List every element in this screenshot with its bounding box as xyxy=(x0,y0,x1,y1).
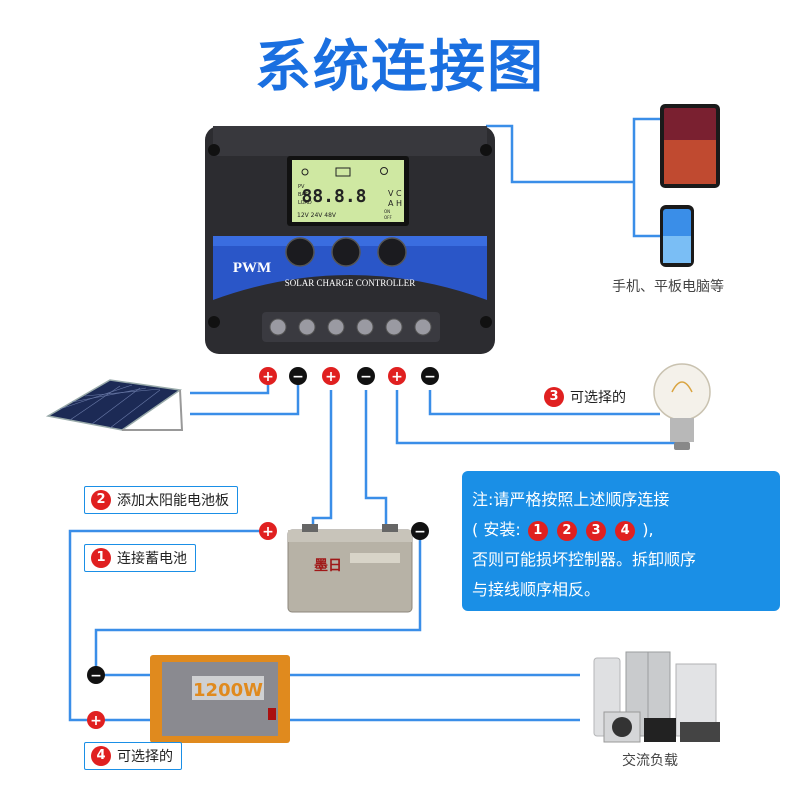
lcd-units-top: V C xyxy=(388,189,402,198)
ac-load-caption: 交流负载 xyxy=(622,753,678,769)
polarity-plus-inverter: + xyxy=(90,713,102,729)
lcd-off: OFF xyxy=(384,215,392,220)
polarity-minus-solar: − xyxy=(292,369,304,385)
wire-solar-plus xyxy=(190,376,270,395)
charge-controller xyxy=(205,126,495,354)
note-line-2-suffix: ), xyxy=(642,520,654,539)
polarity-badges-battery xyxy=(87,522,429,729)
polarity-plus-solar: + xyxy=(262,369,274,385)
controller-brand: PWM xyxy=(233,260,271,276)
step-2-text: 添加太阳能电池板 xyxy=(117,493,229,509)
polarity-minus-load: − xyxy=(424,369,436,385)
controller-button-menu xyxy=(285,237,315,267)
lcd-on: ON xyxy=(384,209,390,214)
controller-button-up xyxy=(331,237,361,267)
battery-brand: 墨日 xyxy=(314,558,342,574)
lcd-units-bottom: A H xyxy=(388,199,402,208)
controller-subtitle: SOLAR CHARGE CONTROLLER xyxy=(285,278,416,288)
lcd-battery-icon xyxy=(335,167,351,177)
step-4-badge: 4 xyxy=(91,746,111,766)
lcd-sun-icon xyxy=(301,168,309,176)
inverter-icon xyxy=(150,655,290,743)
controller-button-down xyxy=(377,237,407,267)
note-line-1: 注:请严格按照上述顺序连接 xyxy=(472,490,670,509)
note-line-4: 与接线顺序相反。 xyxy=(472,580,601,599)
page-title: 系统连接图 xyxy=(255,35,545,100)
light-bulb-icon xyxy=(653,363,711,450)
phone-icon xyxy=(660,205,694,267)
instruction-note: 注:请严格按照上述顺序连接 ( 安装: 1 2 3 4 ), 否则可能损坏控制器… xyxy=(462,471,780,611)
lcd-digits: 88.8.8 xyxy=(301,186,366,207)
note-badge-4: 4 xyxy=(615,520,636,541)
polarity-badges-controller xyxy=(259,367,439,385)
polarity-plus-battery-terminal: + xyxy=(262,524,274,540)
note-badge-1: 1 xyxy=(527,520,548,541)
lcd-load: LOAD xyxy=(298,200,312,206)
ac-appliances-icon xyxy=(593,651,720,743)
battery-icon xyxy=(287,524,413,613)
polarity-plus-battery: + xyxy=(325,369,337,385)
wire-battery-minus xyxy=(364,390,388,528)
note-badge-3: 3 xyxy=(586,520,607,541)
controller-blue-panel xyxy=(213,236,487,300)
wire-batt-inv-plus xyxy=(68,529,268,722)
wire-batt-inv-minus xyxy=(94,531,422,677)
step-2-badge: 2 xyxy=(91,490,111,510)
wire-solar-minus xyxy=(190,376,300,416)
step-4-label: 4 可选择的 xyxy=(84,742,182,770)
step-1-text: 连接蓄电池 xyxy=(117,551,187,567)
lcd-bat: BAT xyxy=(298,192,308,198)
terminal-strip xyxy=(262,312,440,342)
step-1-label: 1 连接蓄电池 xyxy=(84,544,196,572)
lcd-bulb-icon xyxy=(380,167,388,175)
polarity-plus-load: + xyxy=(391,369,403,385)
wire-battery-plus xyxy=(311,390,333,528)
polarity-minus-battery: − xyxy=(360,369,372,385)
note-line-3: 否则可能损坏控制器。拆卸顺序 xyxy=(472,550,697,569)
step-1-badge: 1 xyxy=(91,548,111,568)
step-2-label: 2 添加太阳能电池板 xyxy=(84,486,238,514)
step-3-badge: 3 xyxy=(544,387,564,407)
polarity-minus-battery-terminal: − xyxy=(414,524,426,540)
wire-usb-devices xyxy=(486,117,660,238)
note-badge-2: 2 xyxy=(556,520,577,541)
lcd-pv: PV xyxy=(298,184,305,190)
tablet-icon xyxy=(660,104,720,188)
inverter-rating: 1200W xyxy=(193,680,263,701)
step-3-label: 3 可选择的 xyxy=(538,384,634,410)
step-4-text: 可选择的 xyxy=(117,749,173,765)
solar-panel-icon xyxy=(45,379,184,431)
lcd-voltages: 12V 24V 48V xyxy=(297,212,337,219)
wire-load-plus xyxy=(395,390,680,445)
note-line-2: ( 安装: 1 2 3 4 ), xyxy=(472,515,780,545)
step-3-text: 可选择的 xyxy=(570,390,626,406)
devices-caption: 手机、平板电脑等 xyxy=(612,279,724,295)
note-line-2-prefix: ( 安装: xyxy=(472,520,521,539)
lcd-screen xyxy=(292,160,404,222)
polarity-minus-inverter: − xyxy=(90,668,102,684)
terminal-screws xyxy=(269,318,432,336)
wire-load-minus xyxy=(428,390,660,416)
